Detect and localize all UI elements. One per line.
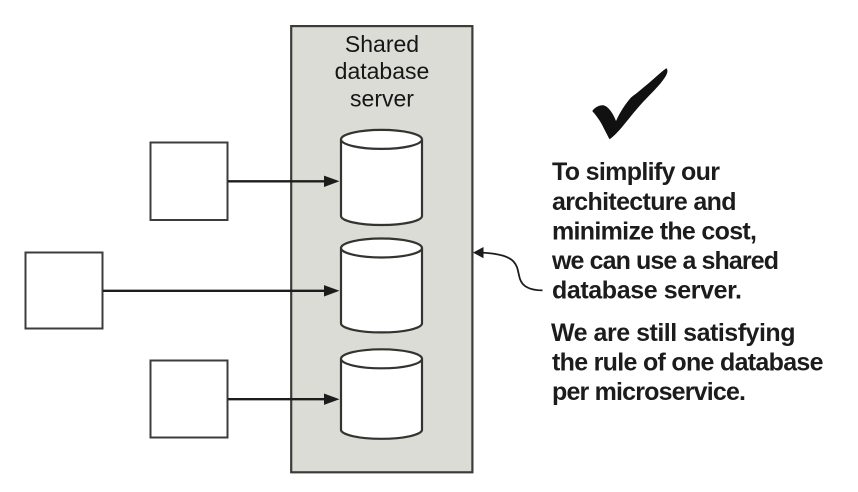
svg-text:database: database <box>335 58 430 84</box>
svg-text:minimize the cost,: minimize the cost, <box>552 217 757 245</box>
svg-text:Shared: Shared <box>345 31 419 57</box>
svg-text:server: server <box>350 85 414 111</box>
svg-text:To simplify our: To simplify our <box>552 158 720 186</box>
svg-text:the rule of one database: the rule of one database <box>552 349 824 377</box>
svg-text:per microservice.: per microservice. <box>552 378 746 406</box>
svg-text:we can use a shared: we can use a shared <box>551 247 779 275</box>
svg-text:database server.: database server. <box>552 277 742 305</box>
svg-text:architecture and: architecture and <box>552 188 737 216</box>
svg-text:We are still satisfying: We are still satisfying <box>551 319 796 347</box>
